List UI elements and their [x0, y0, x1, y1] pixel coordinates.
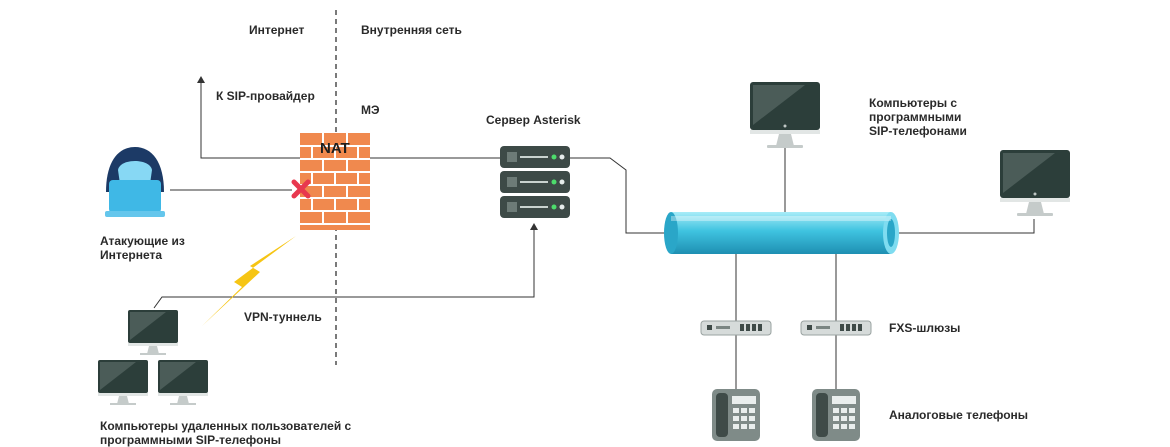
attackers-label-line: Интернета: [100, 248, 163, 262]
remote-label: Компьютеры удаленных пользователей с про…: [100, 419, 351, 447]
blocked-cross-icon: [291, 179, 311, 199]
asterisk-server-icon: [500, 146, 570, 218]
attackers-label: Атакующие из Интернета: [100, 234, 185, 262]
analog-label: Аналоговые телефоны: [889, 408, 1029, 422]
remote-computer-icon: [128, 310, 178, 355]
softphones-label-line: программными: [869, 110, 962, 124]
softphone-computer-icon: [1000, 150, 1070, 216]
lightning-icon: [202, 236, 296, 326]
network-bus-icon: [664, 212, 899, 254]
arrow-up-icon: [197, 76, 205, 83]
asterisk-label: Сервер Asterisk: [486, 113, 581, 127]
pc2-link: [897, 219, 1035, 234]
firewall-icon: [300, 133, 370, 230]
vpn-link: [153, 228, 535, 309]
remote-computer-icon: [98, 360, 148, 405]
remote-computer-icon: [158, 360, 208, 405]
firewall-label: МЭ: [361, 103, 380, 117]
zone-internet-label: Интернет: [249, 23, 305, 37]
remote-label-line: программными SIP-телефоны: [100, 433, 281, 447]
analog-phone-icon: [812, 389, 860, 441]
softphones-label-line: SIP-телефонами: [869, 124, 967, 138]
sip-provider-label: К SIP-провайдер: [216, 89, 315, 103]
attackers-label-line: Атакующие из: [100, 234, 185, 248]
connection-lines: [153, 82, 1035, 390]
attacker-icon: [105, 147, 165, 217]
fxs-gateway-icon: [800, 320, 872, 336]
softphone-computer-icon: [750, 82, 820, 148]
vpn-label: VPN-туннель: [244, 310, 322, 324]
softphones-label: Компьютеры с программными SIP-телефонами: [869, 96, 967, 138]
fxs-gateway-icon: [700, 320, 772, 336]
arrow-up-icon: [530, 223, 538, 230]
nat-label: NAT: [320, 140, 350, 157]
analog-phone-icon: [712, 389, 760, 441]
fxs-label: FXS-шлюзы: [889, 321, 961, 335]
zone-internal-label: Внутренняя сеть: [361, 23, 462, 37]
remote-label-line: Компьютеры удаленных пользователей с: [100, 419, 352, 433]
sip-provider-link: [200, 82, 671, 234]
softphones-label-line: Компьютеры с: [869, 96, 958, 110]
